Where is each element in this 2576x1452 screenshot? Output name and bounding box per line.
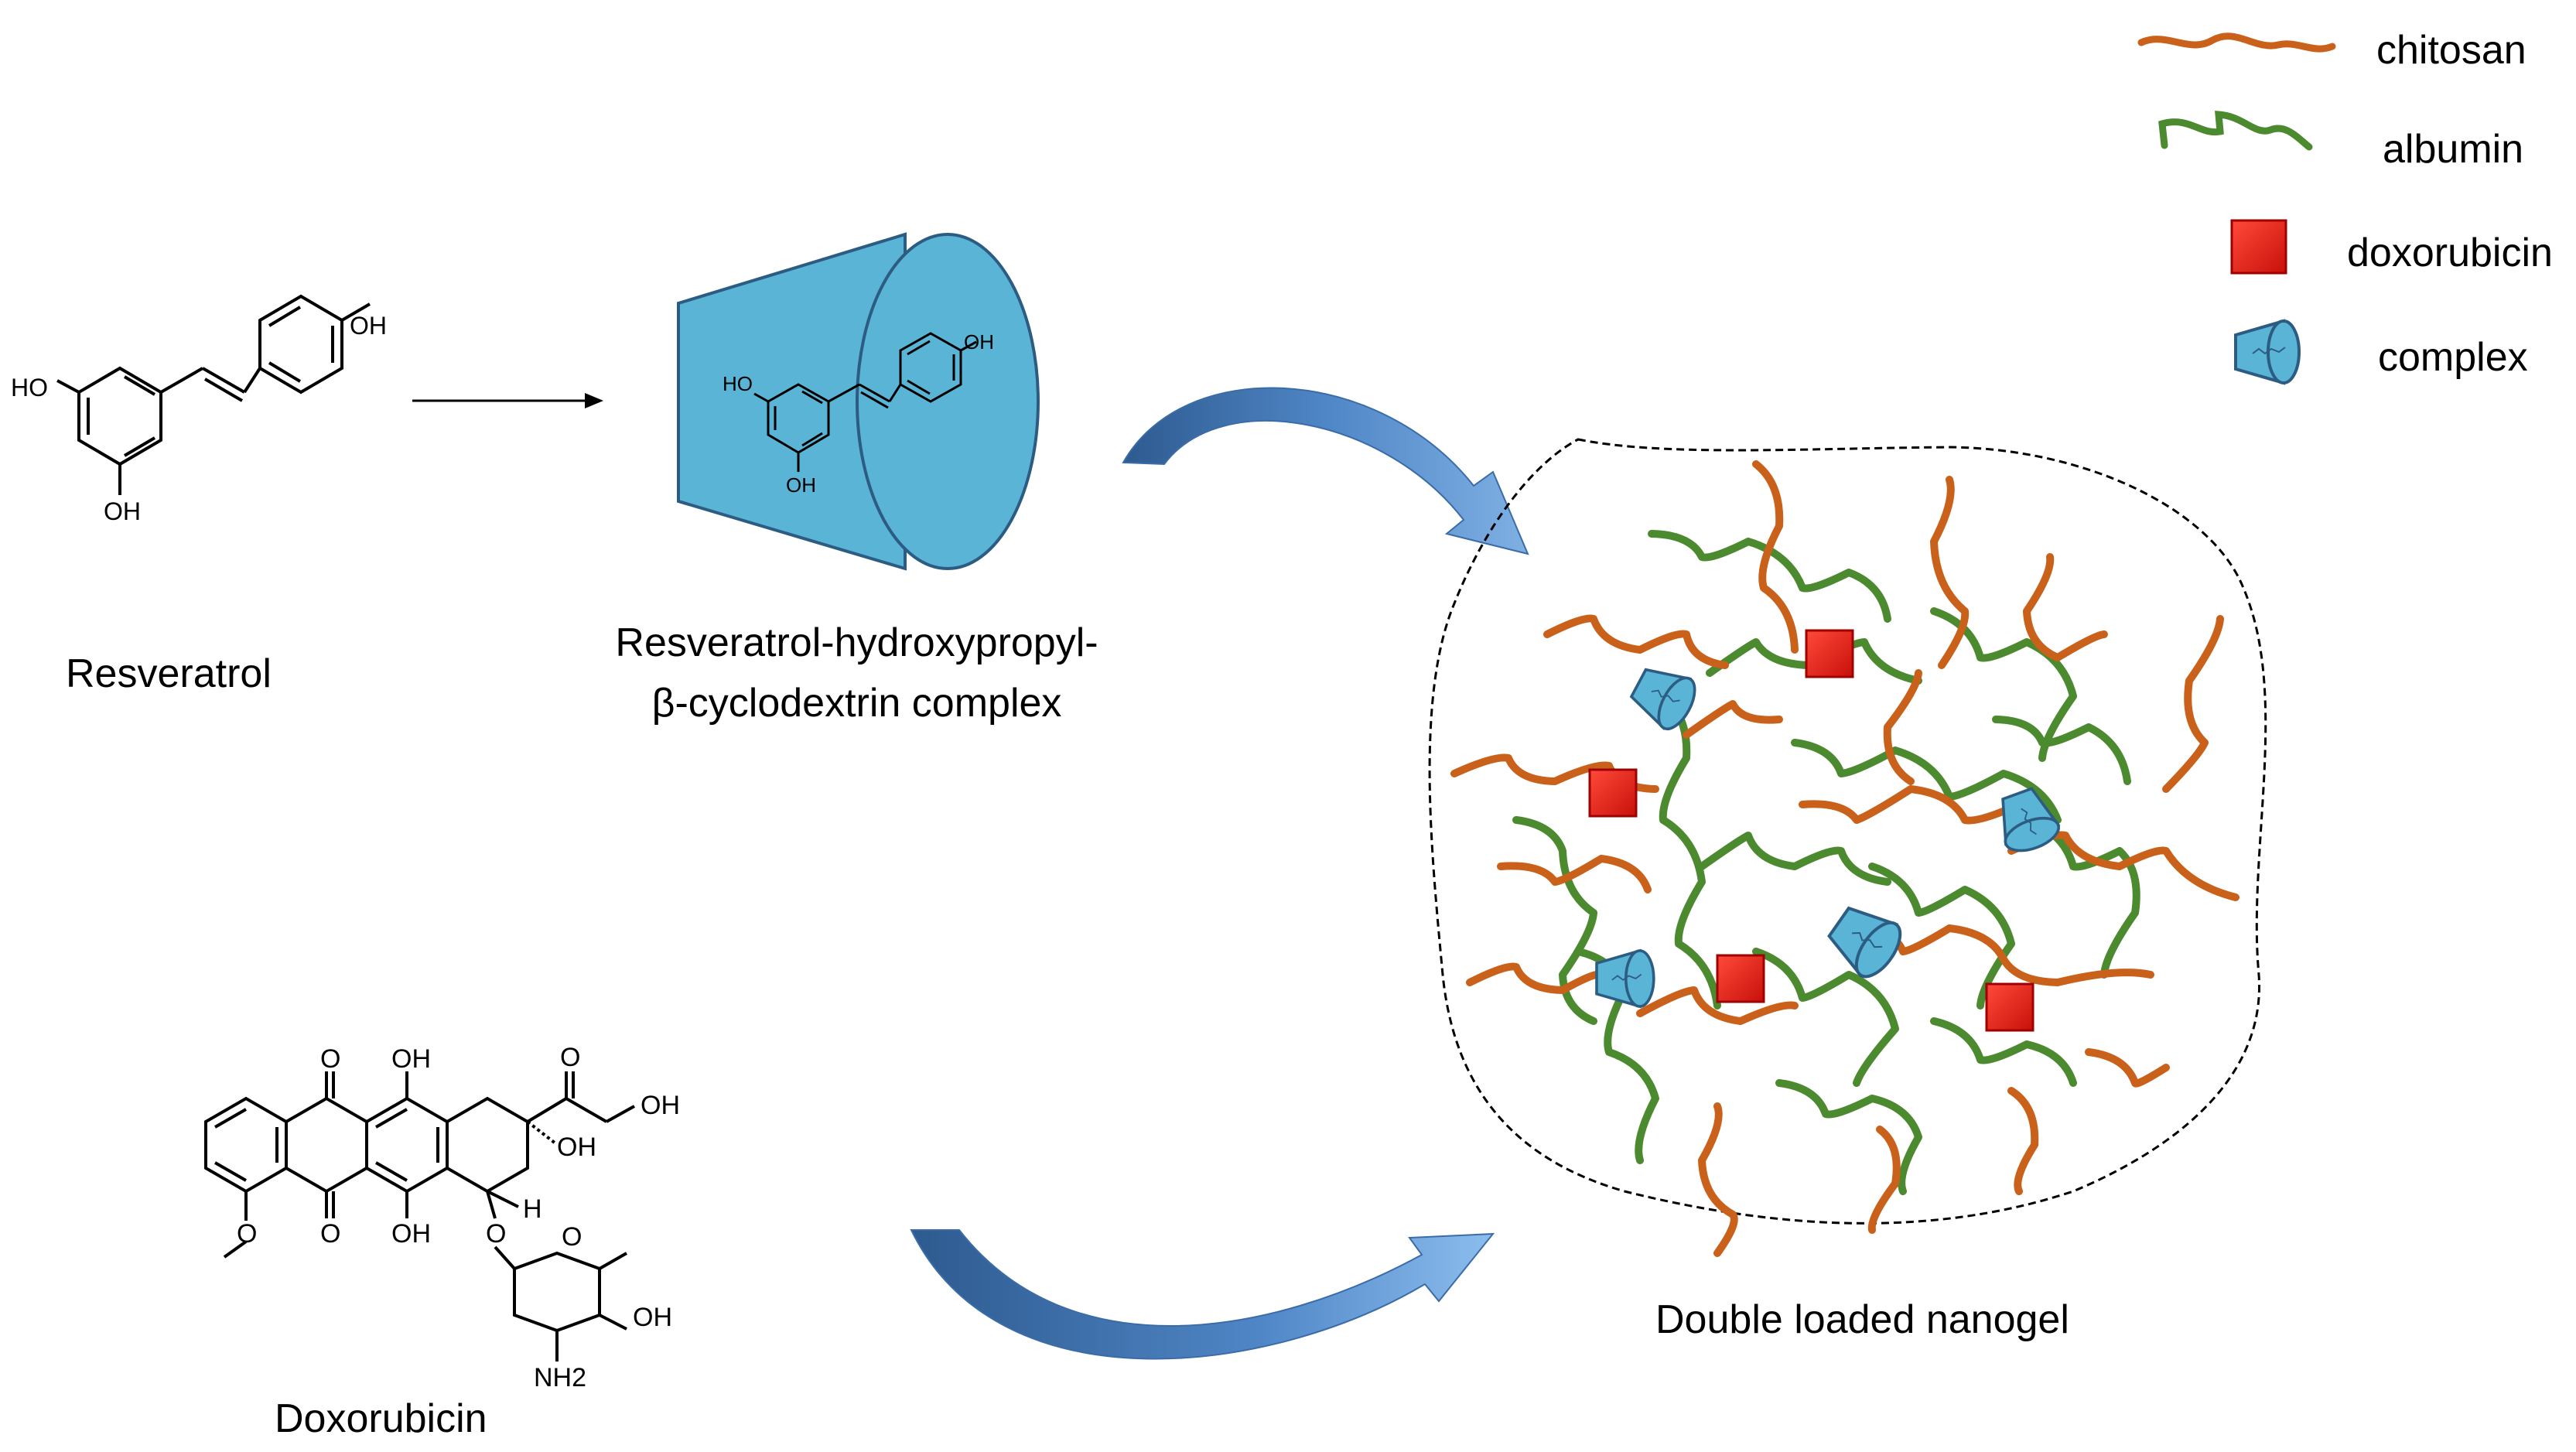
doxorubicin-square — [1985, 982, 2034, 1032]
res-oh-top: OH — [350, 312, 387, 340]
cyclodextrin-cone — [677, 232, 1040, 571]
upper-curved-arrow — [1122, 387, 1529, 555]
chitosan-strand — [2162, 615, 2224, 793]
complex-cone — [1624, 657, 1704, 736]
lower-curved-arrow — [910, 1229, 1495, 1360]
albumin-strand — [1659, 692, 1721, 1010]
cx-oh-top: OH — [964, 330, 994, 354]
dox-nh2: NH2 — [534, 1363, 586, 1392]
albumin-strand — [1992, 716, 2131, 785]
chitosan-strand — [2007, 831, 2239, 901]
doxorubicin-square — [1588, 768, 1638, 818]
dox-oh1: OH — [391, 1044, 431, 1074]
cx-oh-bottom: OH — [786, 473, 816, 497]
legend-label-chitosan: chitosan — [2376, 28, 2526, 73]
albumin-strand — [1930, 1017, 2077, 1087]
chitosan-strand — [2085, 1048, 2170, 1088]
nanogel-label: Double loaded nanogel — [1655, 1297, 2069, 1342]
dox-h: H — [523, 1194, 542, 1224]
nanogel-payload — [1588, 629, 2065, 1032]
chitosan-strand — [1497, 855, 1652, 893]
blue-cone-icon — [2234, 319, 2301, 384]
albumin-strand — [1752, 948, 1899, 1087]
orange-strand-icon — [2137, 32, 2336, 53]
chitosan-strand — [1683, 700, 1783, 739]
dox-oh2: OH — [391, 1219, 431, 1249]
albumin-strand — [1930, 607, 2077, 762]
resveratrol-structure — [56, 294, 371, 495]
doxorubicin-square — [1805, 629, 1854, 678]
chitosan-strand — [1867, 1126, 1901, 1234]
reaction-arrow — [412, 393, 603, 408]
chitosan-strand — [1752, 460, 1799, 654]
dox-oh3: OH — [557, 1133, 596, 1162]
chitosan-strand — [2023, 553, 2108, 661]
resveratrol-label: Resveratrol — [66, 651, 272, 696]
legend — [2137, 32, 2336, 384]
chitosan-strand — [1883, 669, 1922, 785]
dox-o-ketone: O — [560, 1043, 580, 1072]
chitosan-strand — [1930, 476, 1970, 669]
cx-ho-left: HO — [723, 372, 753, 395]
dox-o-gly: O — [486, 1219, 506, 1249]
chitosan-strand — [1799, 785, 2023, 825]
albumin-strand — [1868, 863, 2015, 1010]
chitosan-strand — [1636, 986, 1799, 1025]
legend-label-complex: complex — [2378, 335, 2528, 380]
res-ho-left: HO — [11, 374, 48, 401]
chitosan-strand — [1698, 1102, 1738, 1257]
doxorubicin-structure — [204, 1071, 635, 1361]
albumin-strand — [1775, 1079, 1922, 1195]
complex-label-line2: β-cyclodextrin complex — [651, 681, 1062, 726]
albumin-strand — [2023, 816, 2140, 979]
doxorubicin-label: Doxorubicin — [275, 1396, 487, 1441]
complex-label-line1: Resveratrol-hydroxypropyl- — [615, 620, 1098, 665]
chitosan-strand — [1853, 924, 2154, 986]
chitosan-strand — [1543, 614, 1729, 669]
complex-inner-structure — [753, 332, 977, 472]
dox-o-ring: O — [562, 1222, 582, 1252]
albumin-strand — [1791, 739, 2062, 824]
complex-cone — [1990, 783, 2065, 859]
complex-cone — [1819, 895, 1911, 986]
green-strand-icon — [2158, 111, 2313, 151]
dox-o-me: O — [237, 1219, 257, 1249]
res-oh-bottom: OH — [104, 497, 141, 525]
legend-label-doxorubicin: doxorubicin — [2347, 231, 2553, 275]
dox-o1: O — [320, 1044, 340, 1074]
doxorubicin-square — [1716, 954, 1765, 1003]
dox-o2: O — [320, 1219, 340, 1249]
chitosan-strand — [2007, 1087, 2039, 1195]
chitosan-strand — [1466, 962, 1605, 994]
dox-oh5: OH — [633, 1303, 672, 1332]
albumin-strand — [1648, 530, 1891, 623]
albumin-strand — [1698, 832, 1891, 886]
legend-label-albumin: albumin — [2383, 127, 2524, 172]
polymer-network — [1450, 460, 2239, 1257]
dox-oh4: OH — [641, 1091, 680, 1120]
red-square-icon — [2230, 219, 2287, 275]
